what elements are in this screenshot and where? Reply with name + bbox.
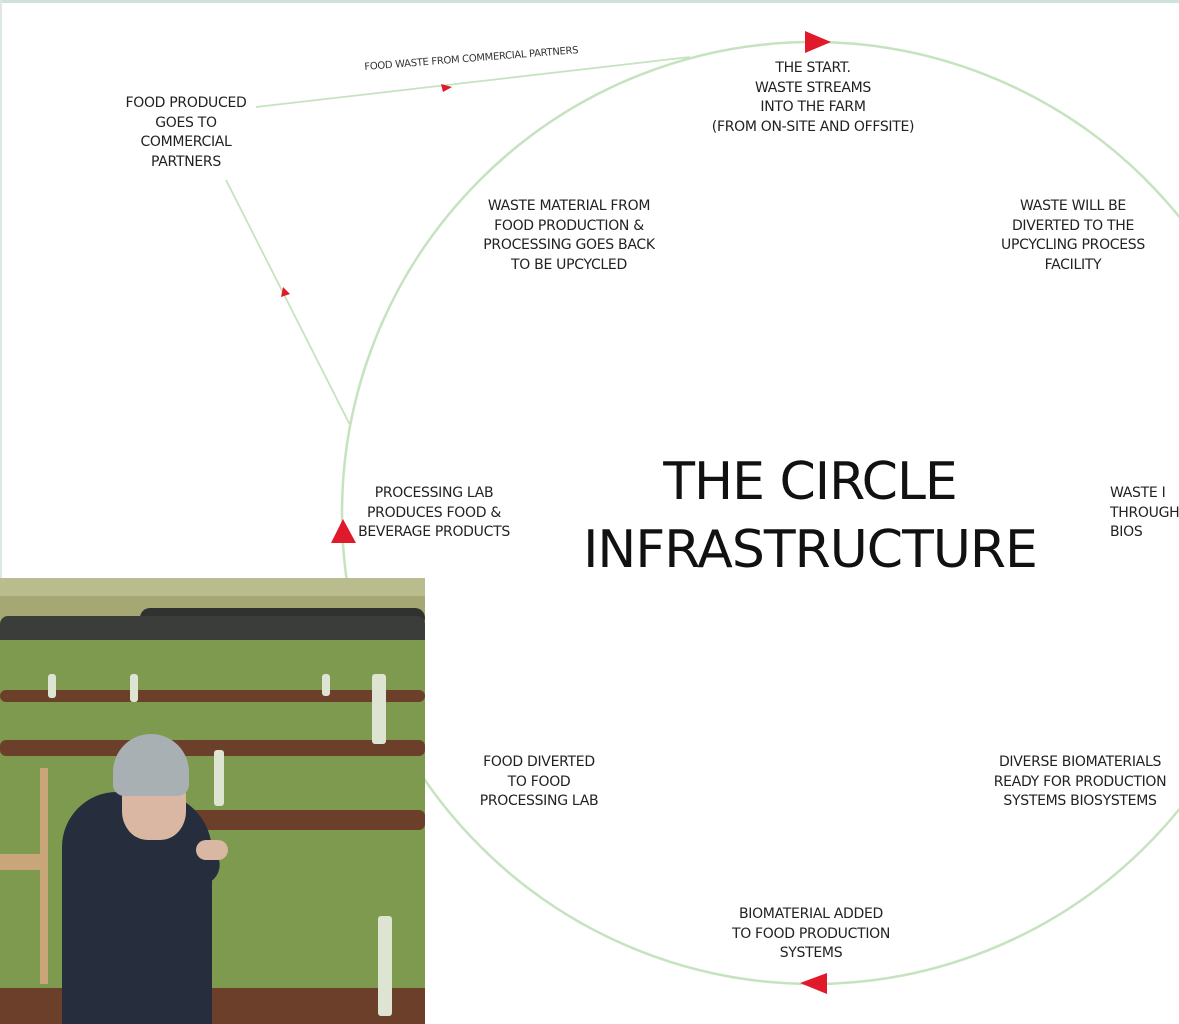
left-border bbox=[0, 0, 2, 580]
node-diverted: WASTE WILL BE DIVERTED TO THE UPCYCLING … bbox=[1001, 198, 1145, 273]
orchard-photo bbox=[0, 578, 425, 1024]
photo-stake bbox=[40, 768, 48, 984]
arrow-left bbox=[331, 519, 356, 543]
node-right-partial: WASTE I THROUGH BIOS bbox=[1110, 485, 1179, 540]
node-start: THE START. WASTE STREAMS INTO THE FARM (… bbox=[711, 60, 915, 135]
photo-tree-tube bbox=[130, 674, 138, 702]
edge-partners-to-lab bbox=[225, 179, 351, 426]
node-food-diverted: FOOD DIVERTED TO FOOD PROCESSING LAB bbox=[479, 754, 599, 809]
photo-tree-tube bbox=[378, 916, 392, 1016]
photo-tree-tube bbox=[48, 674, 56, 698]
node-commercial: FOOD PRODUCED GOES TO COMMERCIAL PARTNER… bbox=[125, 95, 247, 170]
photo-person-hand bbox=[196, 840, 228, 860]
node-waste-back: WASTE MATERIAL FROM FOOD PRODUCTION & PR… bbox=[483, 198, 655, 273]
arrow-top bbox=[805, 31, 831, 53]
node-processing-lab: PROCESSING LAB PRODUCES FOOD & BEVERAGE … bbox=[358, 485, 510, 540]
arrow-edge-top bbox=[441, 84, 452, 92]
top-border bbox=[0, 0, 1179, 3]
photo-mulch-row bbox=[0, 690, 425, 702]
photo-tree-tube bbox=[322, 674, 330, 696]
photo-tree-tube bbox=[372, 674, 386, 744]
photo-mulch-row bbox=[160, 810, 425, 830]
node-biomaterials: DIVERSE BIOMATERIALS READY FOR PRODUCTIO… bbox=[993, 754, 1167, 809]
diagram-title: THE CIRCLE INFRASTRUCTURE bbox=[583, 452, 1038, 580]
photo-stake bbox=[0, 854, 42, 870]
photo-person-beanie bbox=[113, 734, 189, 796]
photo-tree-tube bbox=[214, 750, 224, 806]
node-biomaterial-added: BIOMATERIAL ADDED TO FOOD PRODUCTION SYS… bbox=[731, 906, 891, 961]
edge-to-partners bbox=[255, 56, 691, 108]
arrow-edge-left bbox=[281, 287, 290, 297]
arrow-bottom bbox=[800, 973, 827, 994]
photo-mulch-row bbox=[0, 740, 425, 756]
